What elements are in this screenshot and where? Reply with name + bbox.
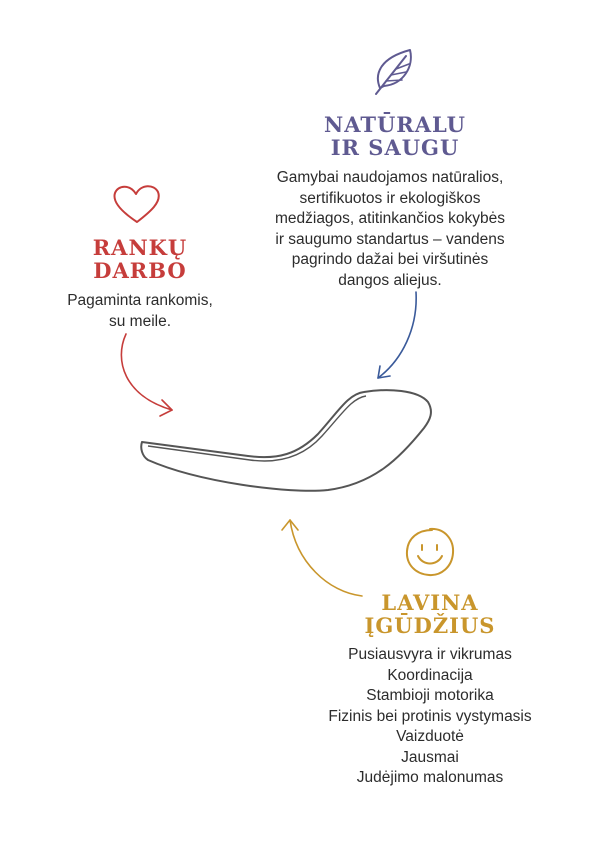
skills-arrow: [281, 519, 363, 597]
skills-heading: LAVINA ĮGŪDŽIUS: [364, 590, 496, 638]
skills-list-item: Koordinacija: [387, 666, 473, 684]
skills-list: Pusiausvyra ir vikrumas Koordinacija Sta…: [300, 645, 560, 789]
leaf-icon: [375, 49, 412, 95]
skills-list-item: Judėjimo malonumas: [356, 769, 504, 786]
skills-list-item: Vaizduotė: [396, 728, 464, 745]
handmade-description: Pagaminta rankomis, su meile.: [67, 292, 213, 330]
skills-list-item: Jausmai: [401, 748, 459, 766]
balance-board-illustration: [140, 389, 432, 492]
natural-description: Gamybai naudojamos natūralios, sertifiku…: [274, 169, 506, 289]
natural-heading: NATŪRALU IR SAUGU: [324, 112, 466, 160]
handmade-arrow: [120, 333, 173, 417]
smiley-icon: [405, 527, 455, 577]
skills-list-item: Stambioji motorika: [366, 687, 494, 704]
handmade-heading: RANKŲ DARBO: [92, 235, 188, 283]
skills-list-item: Fizinis bei protinis vystymasis: [328, 707, 532, 725]
heart-icon: [113, 185, 160, 223]
skills-list-item: Pusiausvyra ir vikrumas: [348, 646, 512, 663]
natural-arrow: [377, 291, 417, 379]
